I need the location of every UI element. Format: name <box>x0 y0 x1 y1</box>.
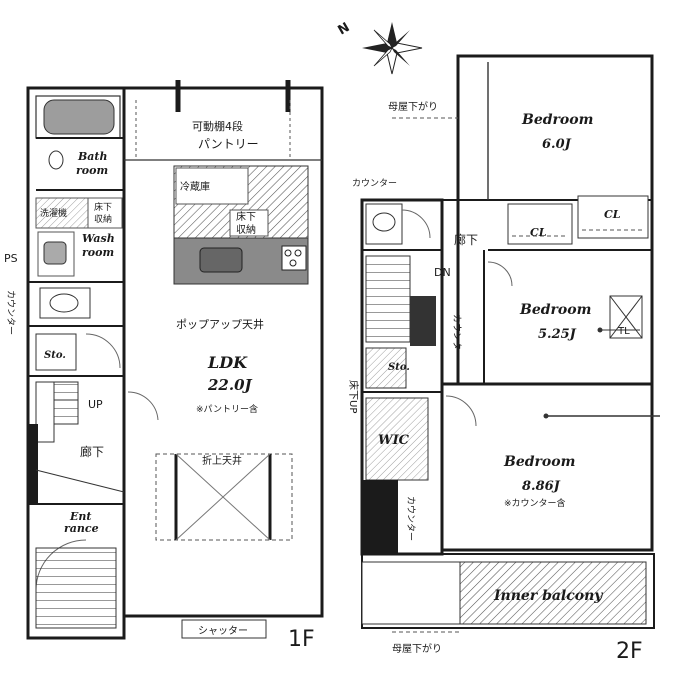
counter-mid-label: カウンター <box>451 314 462 359</box>
fridge-label: 冷蔵庫 <box>180 180 210 193</box>
popup-ceiling-label: ポップアップ天井 <box>176 317 264 331</box>
floor1-plan <box>26 80 324 640</box>
underfloor-up-label: 床下UP <box>347 380 360 413</box>
entrance-label-1: Ent <box>69 510 91 523</box>
inner-balcony-label: Inner balcony <box>493 588 603 604</box>
counter-left-label: カウンター <box>5 290 16 335</box>
bedroom1-size: 6.0J <box>542 137 572 152</box>
hall-label-1f: 廊下 <box>80 444 104 459</box>
tl-label: TL <box>617 326 630 337</box>
bath-label-1: Bath <box>77 150 108 163</box>
folded-ceiling-label: 折上天井 <box>202 454 242 467</box>
ldk-size: 22.0J <box>207 376 253 394</box>
wash-label-2: room <box>82 246 114 259</box>
bedroom2-size: 5.25J <box>538 327 577 342</box>
main-roof-top: 母屋下がり <box>388 100 438 113</box>
entrance-label-2: rance <box>64 522 99 535</box>
north-label: N <box>335 20 352 38</box>
wash-label-1: Wash <box>82 232 115 245</box>
underfloor-wash-1: 床下 <box>94 201 112 213</box>
sto-label-1f: Sto. <box>44 350 66 361</box>
main-roof-bottom: 母屋下がり <box>392 642 442 655</box>
up-label: UP <box>88 398 103 411</box>
underfloor-kitchen-1: 床下 <box>236 210 256 223</box>
floor2-label: 2F <box>616 639 643 664</box>
wic-label: WIC <box>378 433 410 448</box>
ldk-note: ※パントリー含 <box>196 403 258 415</box>
bedroom2-name: Bedroom <box>519 302 591 318</box>
cl1-label: CL <box>530 226 547 239</box>
ldk-name: LDK <box>207 353 248 372</box>
sto-label-2f: Sto. <box>388 362 410 373</box>
cl2-label: CL <box>604 208 621 221</box>
ps-label: PS <box>4 252 18 265</box>
bedroom1-name: Bedroom <box>521 112 593 128</box>
dn-label: DN <box>434 266 451 279</box>
shutter-label: シャッター <box>198 625 248 637</box>
floor1-label: 1F <box>288 627 315 652</box>
bedroom3-note: ※カウンター含 <box>504 497 566 509</box>
pantry-shelf-label: 可動棚4段 <box>192 119 243 133</box>
counter-low-label: カウンター <box>405 496 416 541</box>
hall-label-2f: 廊下 <box>454 232 478 247</box>
bedroom3-size: 8.86J <box>522 479 561 494</box>
underfloor-wash-2: 収納 <box>94 213 112 225</box>
washer-label: 洗濯機 <box>40 207 67 219</box>
counter-top-label: カウンター <box>352 178 397 189</box>
pantry-label: パントリー <box>198 137 259 151</box>
floor2-plan <box>360 54 660 633</box>
compass <box>362 22 423 75</box>
bedroom3-name: Bedroom <box>503 454 575 470</box>
bath-label-2: room <box>76 164 108 177</box>
underfloor-kitchen-2: 収納 <box>236 223 256 236</box>
